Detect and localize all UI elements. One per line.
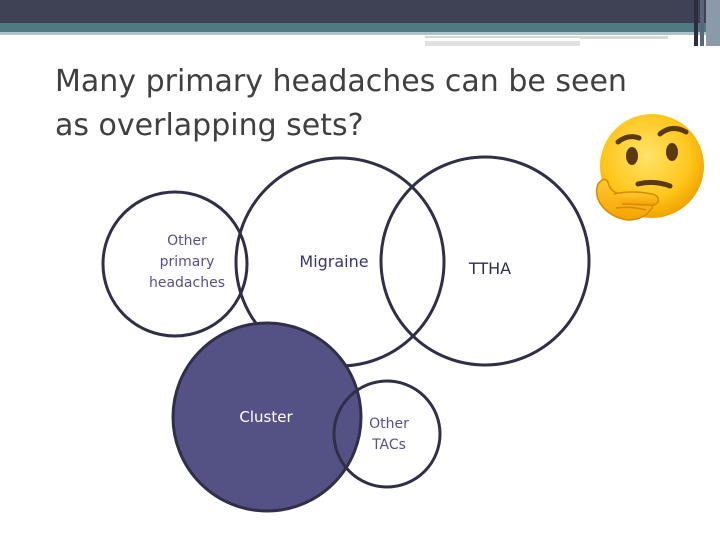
- header-accent-line: [425, 36, 580, 38]
- label-cluster: Cluster: [239, 408, 293, 426]
- set-circle-other-primary: [101, 190, 249, 338]
- label-ttha: TTHA: [468, 259, 512, 278]
- header-teal-bar: [0, 23, 720, 32]
- set-circle-cluster: [171, 321, 363, 513]
- header-accent-line-2: [425, 41, 580, 46]
- header-corner-block: [706, 0, 720, 46]
- slide-header-band: [0, 0, 720, 46]
- header-accent-line-3: [580, 36, 668, 39]
- label-other-primary-headaches: Other primary headaches: [148, 233, 225, 291]
- header-light-line: [0, 32, 720, 35]
- label-other-tacs: Other TACs: [369, 416, 409, 453]
- slide-title: Many primary headaches can be seen as ov…: [55, 64, 627, 143]
- header-corner-stripe: [694, 0, 698, 46]
- label-migraine: Migraine: [299, 252, 369, 271]
- header-dark-bar: [0, 0, 720, 23]
- thinking-face-emoji: [595, 114, 704, 221]
- set-circle-ttha: [379, 155, 591, 367]
- header-corner-stripe-2: [700, 0, 704, 46]
- set-circle-other-tacs: [332, 379, 442, 489]
